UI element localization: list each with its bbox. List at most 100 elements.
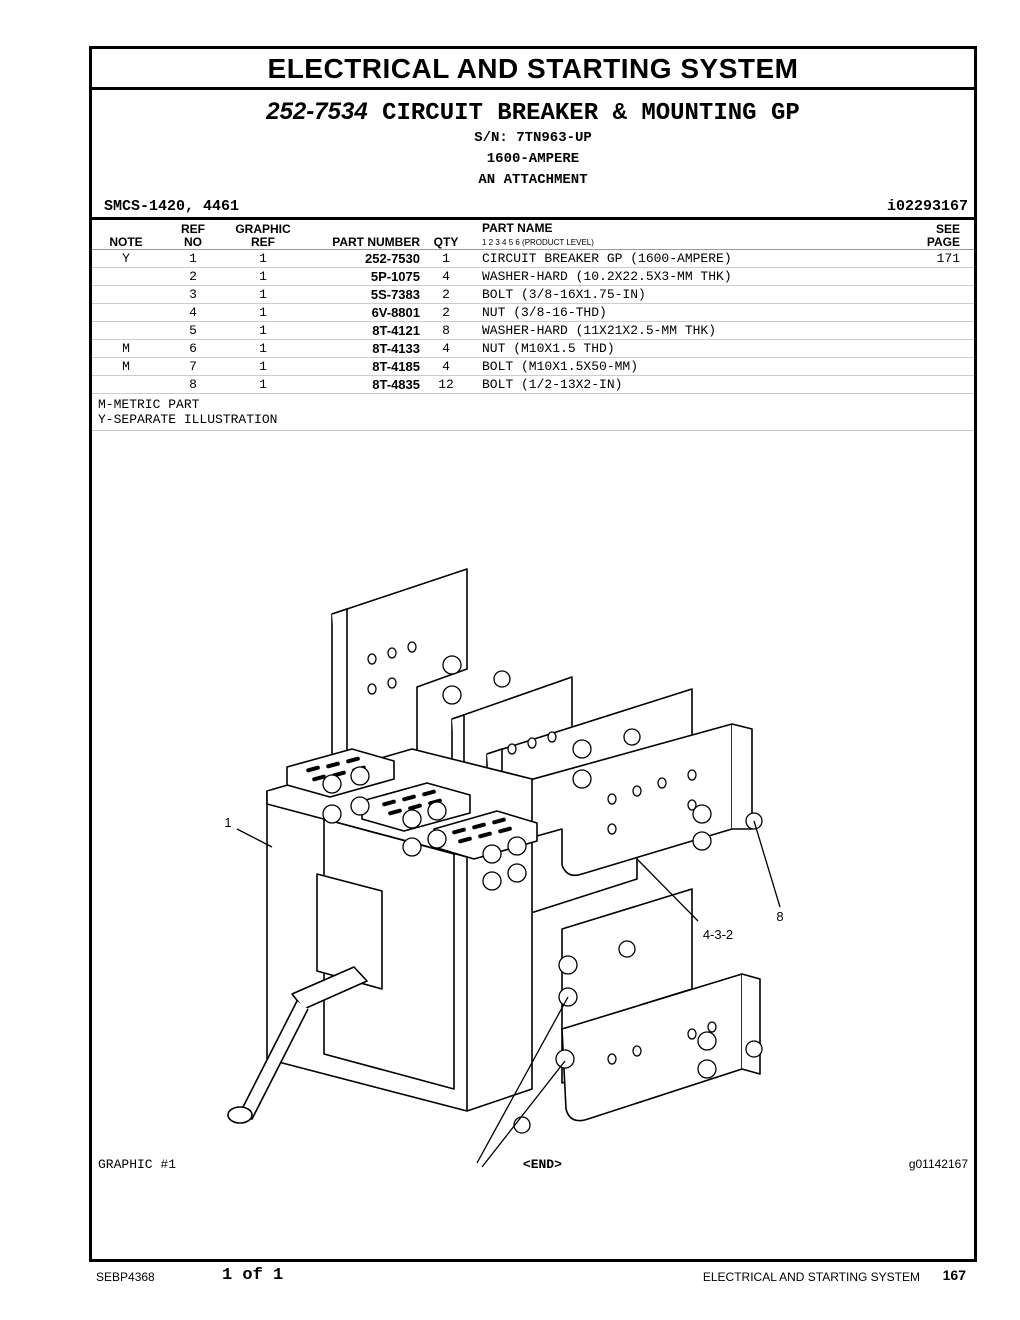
cell-name: NUT (3/8-16-THD) xyxy=(468,303,900,322)
doc-number: SEBP4368 xyxy=(96,1270,155,1284)
cell-graphic: 1 xyxy=(226,357,300,376)
cell-ref: 7 xyxy=(160,357,226,376)
cell-see xyxy=(900,321,974,340)
cell-qty: 2 xyxy=(424,285,468,304)
cell-graphic: 1 xyxy=(226,249,300,268)
cell-note: M xyxy=(92,357,160,376)
cell-see xyxy=(900,267,974,286)
cell-name: BOLT (M10X1.5X50-MM) xyxy=(468,357,900,376)
group-part-number: 252-7534 xyxy=(266,98,368,125)
cell-ref: 8 xyxy=(160,375,226,394)
cell-graphic: 1 xyxy=(226,375,300,394)
cell-name: WASHER-HARD (10.2X22.5X3-MM THK) xyxy=(468,267,900,286)
page-of: 1 of 1 xyxy=(222,1266,284,1285)
cell-ref: 6 xyxy=(160,339,226,358)
cell-ref: 3 xyxy=(160,285,226,304)
cell-qty: 8 xyxy=(424,321,468,340)
cell-name: BOLT (3/8-16X1.75-IN) xyxy=(468,285,900,304)
cell-note xyxy=(92,375,160,394)
cell-ref: 4 xyxy=(160,303,226,322)
cell-name: BOLT (1/2-13X2-IN) xyxy=(468,375,900,394)
system-title: ELECTRICAL AND STARTING SYSTEM xyxy=(92,49,974,90)
cell-qty: 1 xyxy=(424,249,468,268)
cell-part-number: 252-7530 xyxy=(300,249,424,268)
rating: 1600-AMPERE xyxy=(486,151,580,167)
cell-qty: 2 xyxy=(424,303,468,322)
cell-graphic: 1 xyxy=(226,321,300,340)
cell-see xyxy=(900,303,974,322)
group-name: CIRCUIT BREAKER & MOUNTING GP xyxy=(382,100,800,127)
legend-metric: M-METRIC PART xyxy=(98,397,200,412)
legend-separate: Y-SEPARATE ILLUSTRATION xyxy=(98,412,278,427)
cell-graphic: 1 xyxy=(226,339,300,358)
footer-section: ELECTRICAL AND STARTING SYSTEM xyxy=(702,1270,920,1284)
bracket-lower-right xyxy=(561,973,743,1122)
cell-ref: 2 xyxy=(160,267,226,286)
cell-part-number: 8T-4185 xyxy=(300,357,424,376)
cell-note: M xyxy=(92,339,160,358)
cell-note xyxy=(92,303,160,322)
breaker-handle-window xyxy=(316,873,383,990)
cell-qty: 4 xyxy=(424,339,468,358)
callout-7-6-5: 7-6-5 xyxy=(437,1168,467,1169)
cell-see xyxy=(900,285,974,304)
cell-ref: 1 xyxy=(160,249,226,268)
smcs-row: SMCS-1420, 4461 i02293167 xyxy=(92,197,974,220)
callout-1: 1 xyxy=(224,815,231,830)
callout-4-3-2: 4-3-2 xyxy=(703,927,733,942)
smcs-codes: SMCS-1420, 4461 xyxy=(104,198,240,215)
cell-note xyxy=(92,285,160,304)
cell-part-number: 5S-7383 xyxy=(300,285,424,304)
cell-part-number: 8T-4121 xyxy=(300,321,424,340)
group-title: 252-7534 CIRCUIT BREAKER & MOUNTING GP xyxy=(92,98,974,128)
col-qty: QTY xyxy=(433,235,459,249)
attachment-note: AN ATTACHMENT xyxy=(478,172,588,188)
cell-part-number: 6V-8801 xyxy=(300,303,424,322)
graphic-label: GRAPHIC #1 xyxy=(98,1157,177,1172)
cell-note: Y xyxy=(92,249,160,268)
cell-graphic: 1 xyxy=(226,267,300,286)
cell-name: NUT (M10X1.5 THD) xyxy=(468,339,900,358)
end-marker: <END> xyxy=(522,1157,562,1172)
illustration-id: i02293167 xyxy=(886,198,968,215)
cell-qty: 12 xyxy=(424,375,468,394)
legend: M-METRIC PART Y-SEPARATE ILLUSTRATION xyxy=(92,394,974,431)
cell-part-number: 8T-4835 xyxy=(300,375,424,394)
page-footer: SEBP4368 1 of 1 ELECTRICAL AND STARTING … xyxy=(96,1266,968,1288)
cell-qty: 4 xyxy=(424,357,468,376)
group-header: 252-7534 CIRCUIT BREAKER & MOUNTING GP S… xyxy=(92,98,974,191)
cell-graphic: 1 xyxy=(226,303,300,322)
cell-qty: 4 xyxy=(424,267,468,286)
page-frame: ELECTRICAL AND STARTING SYSTEM 252-7534 … xyxy=(89,46,977,1262)
callout-8: 8 xyxy=(776,909,783,924)
col-note: NOTE xyxy=(109,235,143,249)
cell-note xyxy=(92,321,160,340)
cell-part-number: 5P-1075 xyxy=(300,267,424,286)
cell-name: CIRCUIT BREAKER GP (1600-AMPERE) xyxy=(468,249,900,268)
cell-see xyxy=(900,357,974,376)
cell-see xyxy=(900,339,974,358)
cell-ref: 5 xyxy=(160,321,226,340)
cell-see xyxy=(900,375,974,394)
graphic-footer: GRAPHIC #1 <END> g01142167 xyxy=(98,1157,968,1172)
breaker-illustration: 1 8 4-3-2 7-6-5 xyxy=(224,568,784,1169)
col-part-number: PART NUMBER xyxy=(332,235,420,249)
cell-graphic: 1 xyxy=(226,285,300,304)
cell-part-number: 8T-4133 xyxy=(300,339,424,358)
cell-see: 171 xyxy=(900,249,974,268)
cell-name: WASHER-HARD (11X21X2.5-MM THK) xyxy=(468,321,900,340)
cell-note xyxy=(92,267,160,286)
serial-number: S/N: 7TN963-UP xyxy=(474,130,592,146)
